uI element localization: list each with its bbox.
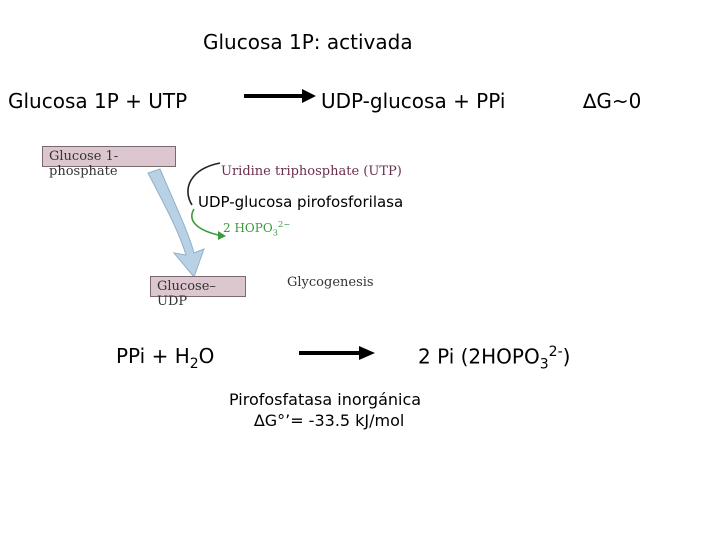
glucose-1-phosphate-box: Glucose 1-phosphate [42, 146, 176, 179]
hopo-label: 2 HOPO32− [223, 219, 290, 237]
curved-arrows [147, 162, 226, 278]
reaction2-products: 2 Pi (2HOPO32-) [418, 344, 570, 373]
page-title: Glucosa 1P: activada [203, 30, 413, 54]
hopo-sub: 3 [272, 227, 279, 238]
reaction2-arrow [299, 346, 375, 360]
reaction2-right-sup: 2- [548, 344, 563, 360]
reaction2-left-prefix: PPi + H [116, 344, 190, 368]
reaction2-right-prefix: 2 Pi (2HOPO [418, 344, 540, 369]
reaction1-delta-g: ∆G~0 [583, 89, 642, 113]
reaction2-delta-g: ∆G°’= -33.5 kJ/mol [254, 411, 405, 430]
reaction1-reactants: Glucosa 1P + UTP [8, 89, 188, 113]
reaction1-arrow [244, 89, 316, 103]
hopo-sup: 2− [278, 219, 291, 229]
hopo-prefix: 2 HOPO [223, 221, 273, 235]
pyrophosphatase-label: Pirofosfatasa inorgánica [229, 390, 422, 409]
enzyme-label: UDP-glucosa pirofosforilasa [198, 193, 404, 211]
utp-label: Uridine triphosphate (UTP) [221, 164, 402, 179]
reaction2-right-sub: 3 [539, 356, 549, 373]
reaction2-right-suffix: ) [562, 344, 571, 369]
glucose-udp-box: Glucose–UDP [150, 276, 246, 309]
reaction2-left-sub: 2 [189, 356, 199, 372]
glycogenesis-label: Glycogenesis [287, 275, 374, 290]
reaction1-products: UDP-glucosa + PPi [321, 89, 506, 113]
reaction2-left-suffix: O [198, 344, 215, 368]
reaction2-reactants: PPi + H2O [116, 344, 214, 372]
